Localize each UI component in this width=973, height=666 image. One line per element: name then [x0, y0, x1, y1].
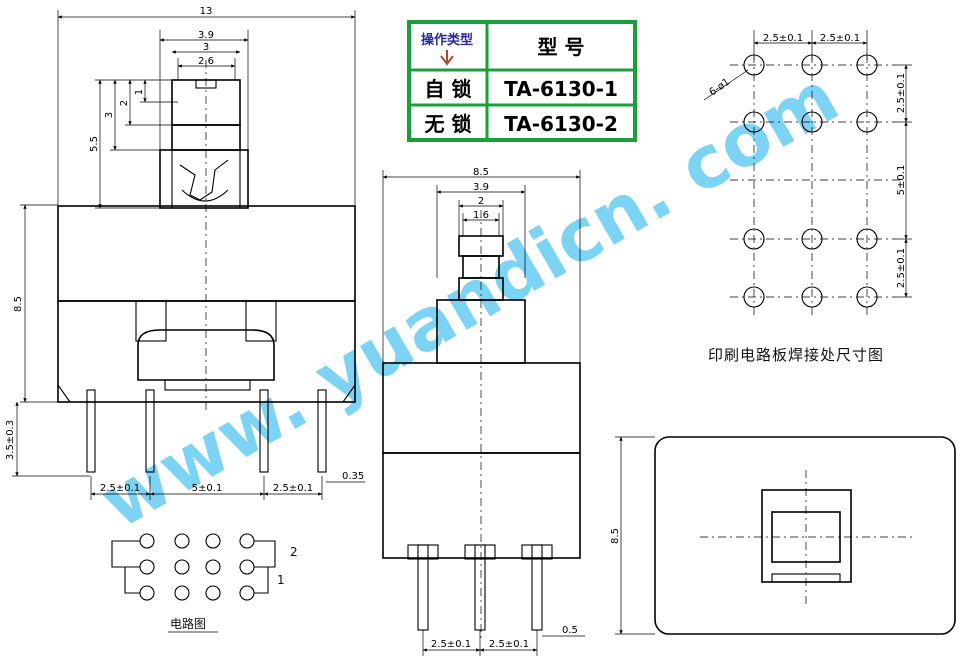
table-row-1-model: TA-6130-1	[504, 77, 618, 101]
circuit-label-1: 1	[277, 573, 285, 587]
dim-w3: 3	[203, 42, 209, 53]
circuit-label-2: 2	[290, 545, 298, 559]
pcb-dim-y1: 2.5±0.1	[896, 73, 907, 113]
circuit-caption: 电路图	[170, 616, 206, 631]
pcb-dim-x1: 2.5±0.1	[763, 33, 803, 44]
side-view: 8.5 3.9 2 1.6 2.5±0.1 2.5±0.1 0	[382, 167, 585, 656]
side-dim-pitch-a: 2.5±0.1	[431, 639, 471, 650]
side-dim-width: 8.5	[473, 167, 489, 178]
pcb-hole-label: 6-ø1	[707, 77, 732, 99]
dim-h55: 5.5	[89, 136, 100, 152]
pcb-dim-y2: 5±0.1	[896, 165, 907, 196]
dim-h1: 1	[134, 89, 145, 95]
side-dim-pitch-b: 2.5±0.1	[489, 639, 529, 650]
table-header-model: 型 号	[538, 35, 585, 59]
side-dim-w39: 3.9	[473, 182, 489, 193]
pcb-dim-x2: 2.5±0.1	[820, 33, 860, 44]
dim-h3: 3	[104, 112, 115, 118]
top-dim-height: 8.5	[610, 528, 621, 544]
table-header-type: 操作类型	[421, 32, 473, 48]
dim-total-width: 13	[200, 6, 213, 17]
front-view: 13 3.9 3 2.6 5.5 3 2 1	[5, 6, 365, 500]
dim-body-height: 8.5	[13, 296, 24, 312]
top-view: 8.5	[610, 436, 956, 635]
side-dim-pin-width: 0.5	[562, 625, 578, 636]
pcb-dim-y3: 2.5±0.1	[896, 248, 907, 288]
dim-pitch-b: 5±0.1	[192, 483, 223, 494]
dim-pin-width: 0.35	[342, 471, 364, 482]
circuit-diagram: 2 1 电路图	[111, 533, 298, 633]
dim-pitch-a: 2.5±0.1	[100, 483, 140, 494]
table-row-1-type: 自 锁	[425, 77, 472, 101]
pcb-caption: 印刷电路板焊接处尺寸图	[708, 346, 884, 364]
dim-pitch-c: 2.5±0.1	[273, 483, 313, 494]
dim-pin-length: 3.5±0.3	[5, 420, 16, 460]
table-row-2-type: 无 锁	[425, 112, 472, 136]
dim-w39: 3.9	[198, 30, 214, 41]
model-table: 操作类型 型 号 自 锁 TA-6130-1 无 锁 TA-6130-2	[407, 20, 637, 142]
dim-h2: 2	[119, 100, 130, 106]
side-dim-w2: 2	[478, 196, 484, 207]
table-row-2-model: TA-6130-2	[504, 112, 618, 136]
